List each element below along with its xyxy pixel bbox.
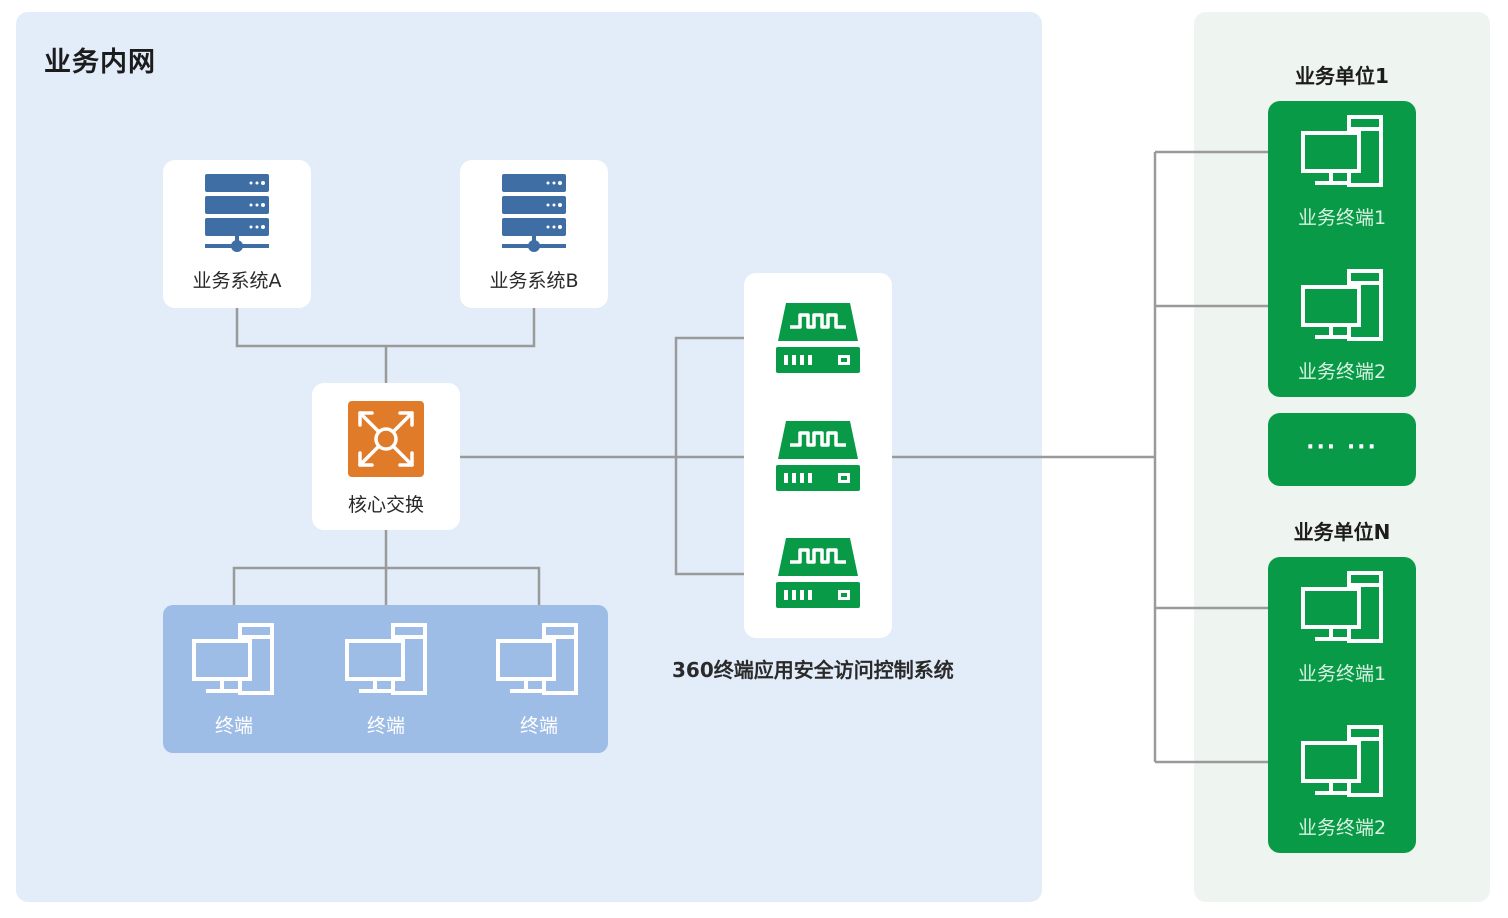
terminal-label: 终端 <box>519 715 558 737</box>
access-control-card[interactable] <box>744 273 892 638</box>
business-system-a-card[interactable]: 业务系统A <box>163 160 311 308</box>
terminal-label: 终端 <box>366 715 405 737</box>
business-system-b-label: 业务系统B <box>489 270 579 292</box>
gateway-appliance-icon <box>776 538 860 608</box>
unit-n-title: 业务单位N <box>1293 520 1391 544</box>
servers-connector <box>235 308 536 348</box>
business-system-b-card[interactable]: 业务系统B <box>460 160 608 308</box>
computer-icon[interactable] <box>1301 115 1385 189</box>
terminal-group: 终端 终端 终端 <box>163 605 608 753</box>
server-icon <box>502 174 566 252</box>
computer-icon[interactable] <box>1301 269 1385 343</box>
computer-icon <box>345 623 427 695</box>
gateway-appliance-icon <box>776 303 860 373</box>
server-icon <box>205 174 269 252</box>
intranet-title: 业务内网 <box>44 47 156 78</box>
terminal-label: 终端 <box>214 715 253 737</box>
computer-icon <box>496 623 578 695</box>
core-switch-card[interactable]: 核心交换 <box>312 383 460 530</box>
business-system-a-label: 业务系统A <box>192 270 282 292</box>
terminals-connector <box>232 566 541 605</box>
core-switch-icon <box>348 401 424 477</box>
more-units-box: ··· ··· <box>1268 413 1416 486</box>
access-bus-line <box>674 336 744 576</box>
computer-icon <box>192 623 274 695</box>
business-terminal-label: 业务终端2 <box>1297 817 1387 839</box>
unit-1-box: 业务终端1 业务终端2 <box>1268 101 1416 397</box>
core-switch-label: 核心交换 <box>347 494 424 516</box>
business-terminal-label: 业务终端1 <box>1297 207 1387 229</box>
business-terminal-label: 业务终端1 <box>1297 663 1387 685</box>
unit-n-box: 业务终端1 业务终端2 <box>1268 557 1416 853</box>
computer-icon[interactable] <box>1301 725 1385 799</box>
business-terminal-label: 业务终端2 <box>1297 361 1387 383</box>
ellipsis: ··· ··· <box>1306 435 1378 460</box>
gateway-appliance-icon <box>776 421 860 491</box>
unit-1-title: 业务单位1 <box>1295 64 1389 88</box>
computer-icon[interactable] <box>1301 571 1385 645</box>
access-control-label: 360终端应用安全访问控制系统 <box>672 658 954 682</box>
